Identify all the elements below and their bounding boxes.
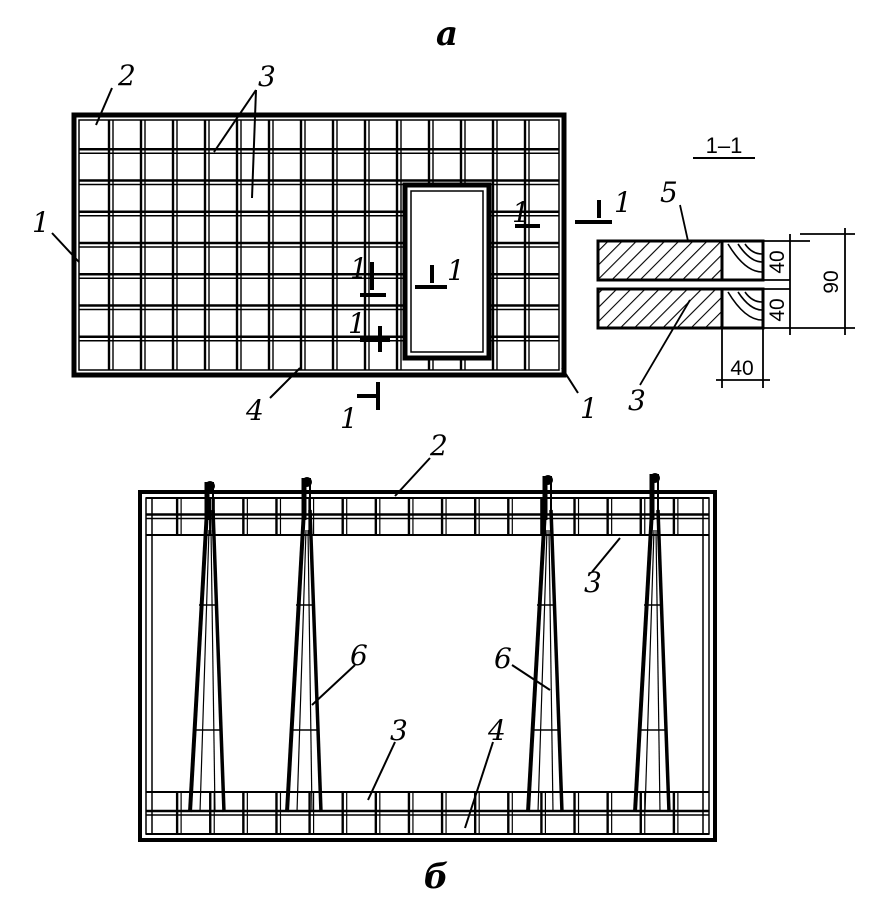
dim-bottom: 40 <box>766 298 789 321</box>
panel-a <box>51 87 612 410</box>
section-title: 1–1 <box>706 133 743 158</box>
section-mark-right: 1 <box>614 186 632 219</box>
brace-leg <box>308 509 323 813</box>
section-mark-door: 1 <box>447 254 465 287</box>
panel-b <box>138 457 717 842</box>
brace-leg <box>285 509 306 813</box>
panel-b-ribs <box>146 497 709 835</box>
brace-inner <box>537 529 548 813</box>
dim-width: 40 <box>730 357 753 380</box>
callout-a-1-left: 1 <box>32 206 50 239</box>
callout-b-3-top: 3 <box>584 566 602 599</box>
part-a-label: а <box>436 14 458 54</box>
section-mark-bottom: 1 <box>340 402 358 435</box>
brace-leg <box>526 509 547 813</box>
part-b-label: б <box>424 857 449 897</box>
brace-inner <box>655 529 661 813</box>
callout-section-3: 3 <box>628 384 646 417</box>
brace-leg <box>633 509 654 813</box>
leaders-b <box>311 457 621 829</box>
callout-b-3-bottom: 3 <box>390 714 408 747</box>
brace-inner <box>210 529 216 813</box>
brace-inner <box>307 529 313 813</box>
brace-inner <box>644 529 655 813</box>
brace-inner <box>199 529 210 813</box>
callout-b-6-right: 6 <box>494 642 512 675</box>
callout-a-4: 4 <box>245 394 264 427</box>
dim-top: 40 <box>766 250 789 273</box>
brace-inner <box>548 529 554 813</box>
callout-b-2: 2 <box>429 429 448 462</box>
support-braces <box>188 473 671 813</box>
brace-leg <box>549 509 564 813</box>
brace-leg <box>211 509 226 813</box>
callout-b-6-left: 6 <box>350 639 368 672</box>
section-mark-low: 1 <box>348 307 366 340</box>
section-mark-upper: 1 <box>512 196 530 229</box>
section-1-1 <box>596 157 855 388</box>
callout-a-2: 2 <box>117 59 136 92</box>
callout-b-4: 4 <box>487 714 506 747</box>
brace-leg <box>656 509 671 813</box>
door-opening <box>402 182 492 361</box>
brace-leg <box>188 509 209 813</box>
callout-a-3: 3 <box>258 60 276 93</box>
callout-a-1-right: 1 <box>580 392 598 425</box>
brace-inner <box>296 529 307 813</box>
panel-a-grid <box>79 120 559 370</box>
callout-section-5: 5 <box>660 176 678 209</box>
section-mark-mid: 1 <box>350 252 368 285</box>
dim-total: 90 <box>820 270 843 293</box>
section-markers <box>357 200 612 410</box>
leaders-a <box>51 87 579 399</box>
